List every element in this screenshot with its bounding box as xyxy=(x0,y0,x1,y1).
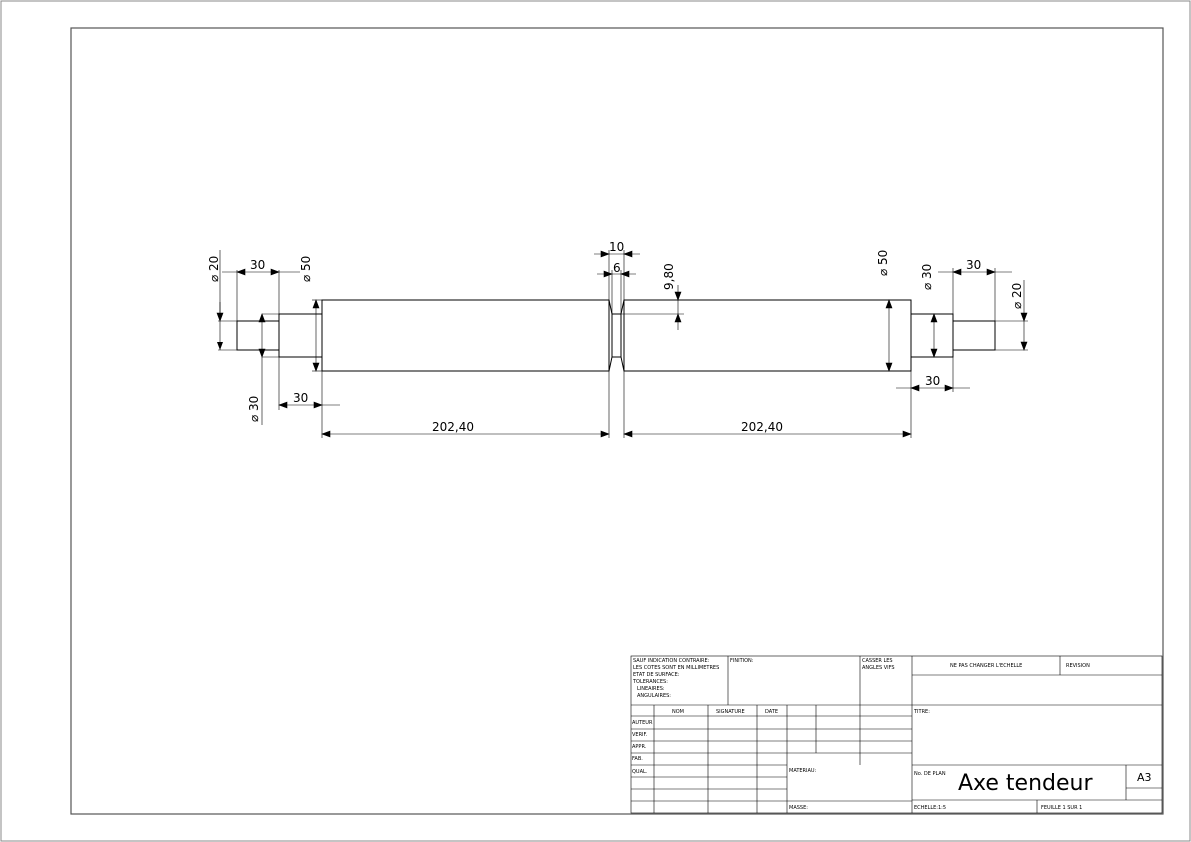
note-line-6: ANGULAIRES: xyxy=(637,693,671,699)
title-block: SAUF INDICATION CONTRAIRE: LES COTES SON… xyxy=(630,655,1163,814)
finish-label: FINITION: xyxy=(730,658,754,664)
drawing-frame xyxy=(70,27,1164,815)
scale-label: ECHELLE:1:5 xyxy=(914,805,946,811)
dimension-lines xyxy=(216,250,1028,438)
shaft-outline xyxy=(236,299,996,372)
dim-left-end-length: 30 xyxy=(250,258,265,272)
note-line-5: LINEAIRES: xyxy=(637,686,665,692)
right-end-journal xyxy=(952,320,996,351)
scale-warning: NE PAS CHANGER L'ECHELLE xyxy=(950,663,1022,669)
center-groove xyxy=(608,299,625,372)
title-label: TITRE: xyxy=(913,709,930,715)
dim-right-end-diameter: ⌀ 20 xyxy=(1010,283,1024,309)
dim-groove-inner-width: 6 xyxy=(613,261,621,275)
dim-right-body-length: 202,40 xyxy=(741,420,783,434)
note-line-1: SAUF INDICATION CONTRAIRE: xyxy=(633,658,710,664)
dim-left-end-diameter: ⌀ 20 xyxy=(207,256,221,282)
left-mid-journal xyxy=(278,313,323,358)
left-end-journal xyxy=(236,320,280,351)
right-body xyxy=(623,299,912,372)
left-body xyxy=(321,299,610,372)
dim-left-body-length: 202,40 xyxy=(432,420,474,434)
sheet-size: A3 xyxy=(1137,771,1152,784)
row-label-qual: QUAL. xyxy=(632,769,648,775)
dim-groove-outer-width: 10 xyxy=(609,240,624,254)
row-label-appr: APPR. xyxy=(632,744,647,750)
col-header-signature: SIGNATURE xyxy=(716,709,745,715)
dim-right-mid-diameter: ⌀ 30 xyxy=(920,264,934,290)
dim-right-body-diameter: ⌀ 50 xyxy=(876,250,890,276)
drawing-title: Axe tendeur xyxy=(958,771,1093,796)
dim-left-mid-diameter: ⌀ 30 xyxy=(247,396,261,422)
dim-groove-depth: 9,80 xyxy=(662,263,676,290)
note-line-3: ETAT DE SURFACE: xyxy=(633,672,680,678)
note-line-4: TOLERANCES: xyxy=(632,679,668,685)
dim-right-end-length: 30 xyxy=(966,258,981,272)
dim-right-mid-length: 30 xyxy=(925,374,940,388)
col-header-date: DATE xyxy=(765,709,778,715)
row-label-author: AUTEUR xyxy=(632,720,653,726)
dim-left-body-diameter: ⌀ 50 xyxy=(299,256,313,282)
edges-label-1: CASSER LES xyxy=(862,658,893,664)
col-header-name: NOM xyxy=(672,709,684,715)
revision-label: REVISION xyxy=(1066,663,1090,669)
plan-number-label: No. DE PLAN xyxy=(914,771,946,777)
mass-label: MASSE: xyxy=(789,805,808,811)
dim-left-mid-length: 30 xyxy=(293,391,308,405)
edges-label-2: ANGLES VIFS xyxy=(862,665,895,671)
sheet-number-label: FEUILLE 1 SUR 1 xyxy=(1041,805,1082,811)
note-line-2: LES COTES SONT EN MILLIMETRES xyxy=(633,665,719,671)
dimension-labels: ⌀ 20 30 ⌀ 50 ⌀ 30 30 202,40 10 6 9,80 ⌀ … xyxy=(207,240,1024,434)
general-notes: SAUF INDICATION CONTRAIRE: LES COTES SON… xyxy=(632,658,719,699)
row-label-fab: FAB. xyxy=(632,756,643,762)
row-label-verif: VERIF. xyxy=(632,732,648,738)
material-label: MATERIAU: xyxy=(789,768,817,774)
